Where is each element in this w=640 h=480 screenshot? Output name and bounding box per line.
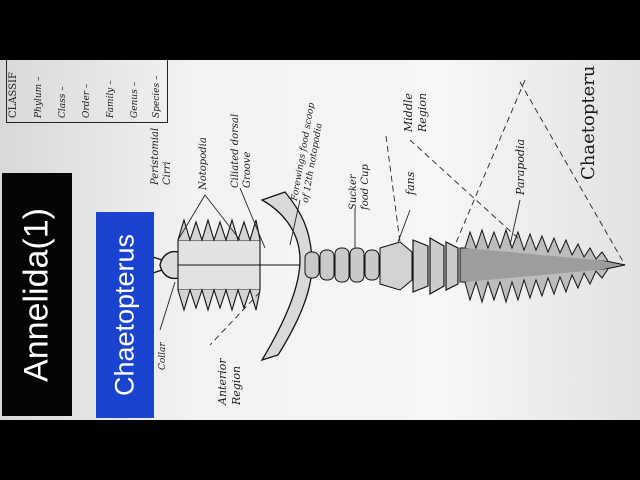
classification-row: Phylum – — [34, 76, 44, 118]
label-peristomial-cirri: Peristomial Cirri — [150, 127, 173, 185]
label-ciliated-groove: Ciliated dorsal Groove — [230, 113, 253, 188]
main-title: Annelida(1) — [17, 207, 56, 382]
title-banner: Annelida(1) — [2, 173, 72, 416]
video-frame: CLASSIF Phylum – Class – Order – Family … — [0, 60, 640, 420]
pointer-lines — [159, 79, 626, 346]
label-species-title: Chaetopteru — [578, 65, 599, 180]
classification-row: Genus – — [130, 81, 140, 118]
classification-header: CLASSIF — [8, 72, 19, 118]
label-fans: fans — [404, 171, 417, 195]
posterior-body — [459, 228, 626, 304]
classification-row: Species – — [152, 75, 162, 118]
middle-segments — [304, 241, 413, 291]
fans — [412, 236, 459, 296]
label-sucker: Sucker food Cup — [348, 164, 371, 210]
label-collar: Collar — [158, 342, 168, 370]
anterior-body — [177, 218, 300, 312]
anterior-head — [149, 250, 184, 280]
classification-row: Class – — [58, 86, 68, 118]
classification-row: Family – — [106, 80, 116, 118]
label-parapodia: Parapodia — [514, 138, 527, 195]
label-notopodia: Notopodia — [198, 137, 209, 190]
worm-diagram — [149, 79, 626, 362]
label-middle-region: Middle Region — [402, 92, 429, 132]
forewings — [260, 191, 313, 362]
classification-box — [6, 60, 168, 123]
classification-row: Order – — [82, 83, 92, 118]
subtitle-banner: Chaetopterus — [96, 212, 154, 418]
subtitle: Chaetopterus — [109, 233, 140, 397]
label-anterior-region: Anterior Region — [216, 358, 243, 405]
